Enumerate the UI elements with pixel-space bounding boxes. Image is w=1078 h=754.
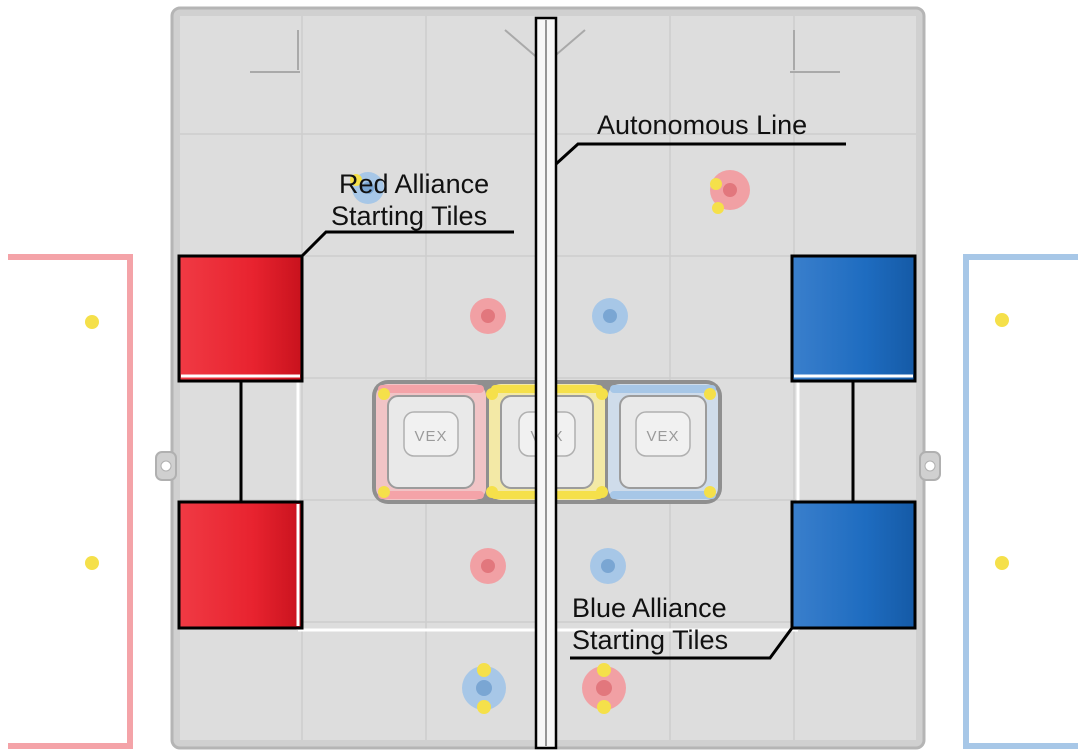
blue-small-goal-mid-bottom — [590, 548, 626, 584]
red-alliance-label-line2: Starting Tiles — [331, 201, 487, 231]
autonomous-line — [534, 16, 558, 750]
small-goals — [350, 170, 750, 714]
red-zone-ball-top — [85, 315, 99, 329]
autonomous-line-leader — [554, 142, 846, 166]
autonomous-line-label: Autonomous Line — [597, 110, 807, 140]
blue-small-goal-mid-top — [592, 298, 628, 334]
corner-brackets — [250, 29, 840, 73]
blue-alliance-label-line1: Blue Alliance — [572, 593, 727, 623]
blue-alliance-label-line2: Starting Tiles — [572, 625, 728, 655]
goal-logo-right: VEX — [646, 428, 679, 445]
callout-leaders — [300, 142, 846, 660]
red-small-goal-mid-bottom — [470, 548, 506, 584]
red-alliance-starting-tiles — [177, 254, 304, 630]
blue-alliance-zone — [963, 254, 1078, 749]
blue-small-goal-upper-left — [350, 172, 384, 204]
blue-small-goal-bottom — [462, 663, 506, 714]
blue-starting-tile-top — [790, 254, 917, 383]
red-alliance-label-line1: Red Alliance — [339, 169, 489, 199]
red-small-goal-bottom — [582, 663, 626, 714]
blue-tiles-leader — [570, 627, 794, 660]
red-small-goal-upper-right — [710, 170, 750, 214]
goal-balls — [378, 388, 716, 498]
red-small-goal-mid-top — [470, 298, 506, 334]
blue-starting-tile-bottom — [790, 500, 917, 630]
blue-zone-ball-top — [995, 313, 1009, 327]
red-starting-tile-top — [177, 254, 304, 383]
red-alliance-zone — [8, 254, 133, 749]
red-zone-ball-bottom — [85, 556, 99, 570]
red-starting-tile-bottom — [177, 500, 304, 630]
blue-alliance-starting-tiles — [790, 254, 917, 630]
red-tiles-leader — [300, 230, 514, 258]
blue-zone-ball-bottom — [995, 556, 1009, 570]
goal-logo-left: VEX — [414, 428, 447, 445]
